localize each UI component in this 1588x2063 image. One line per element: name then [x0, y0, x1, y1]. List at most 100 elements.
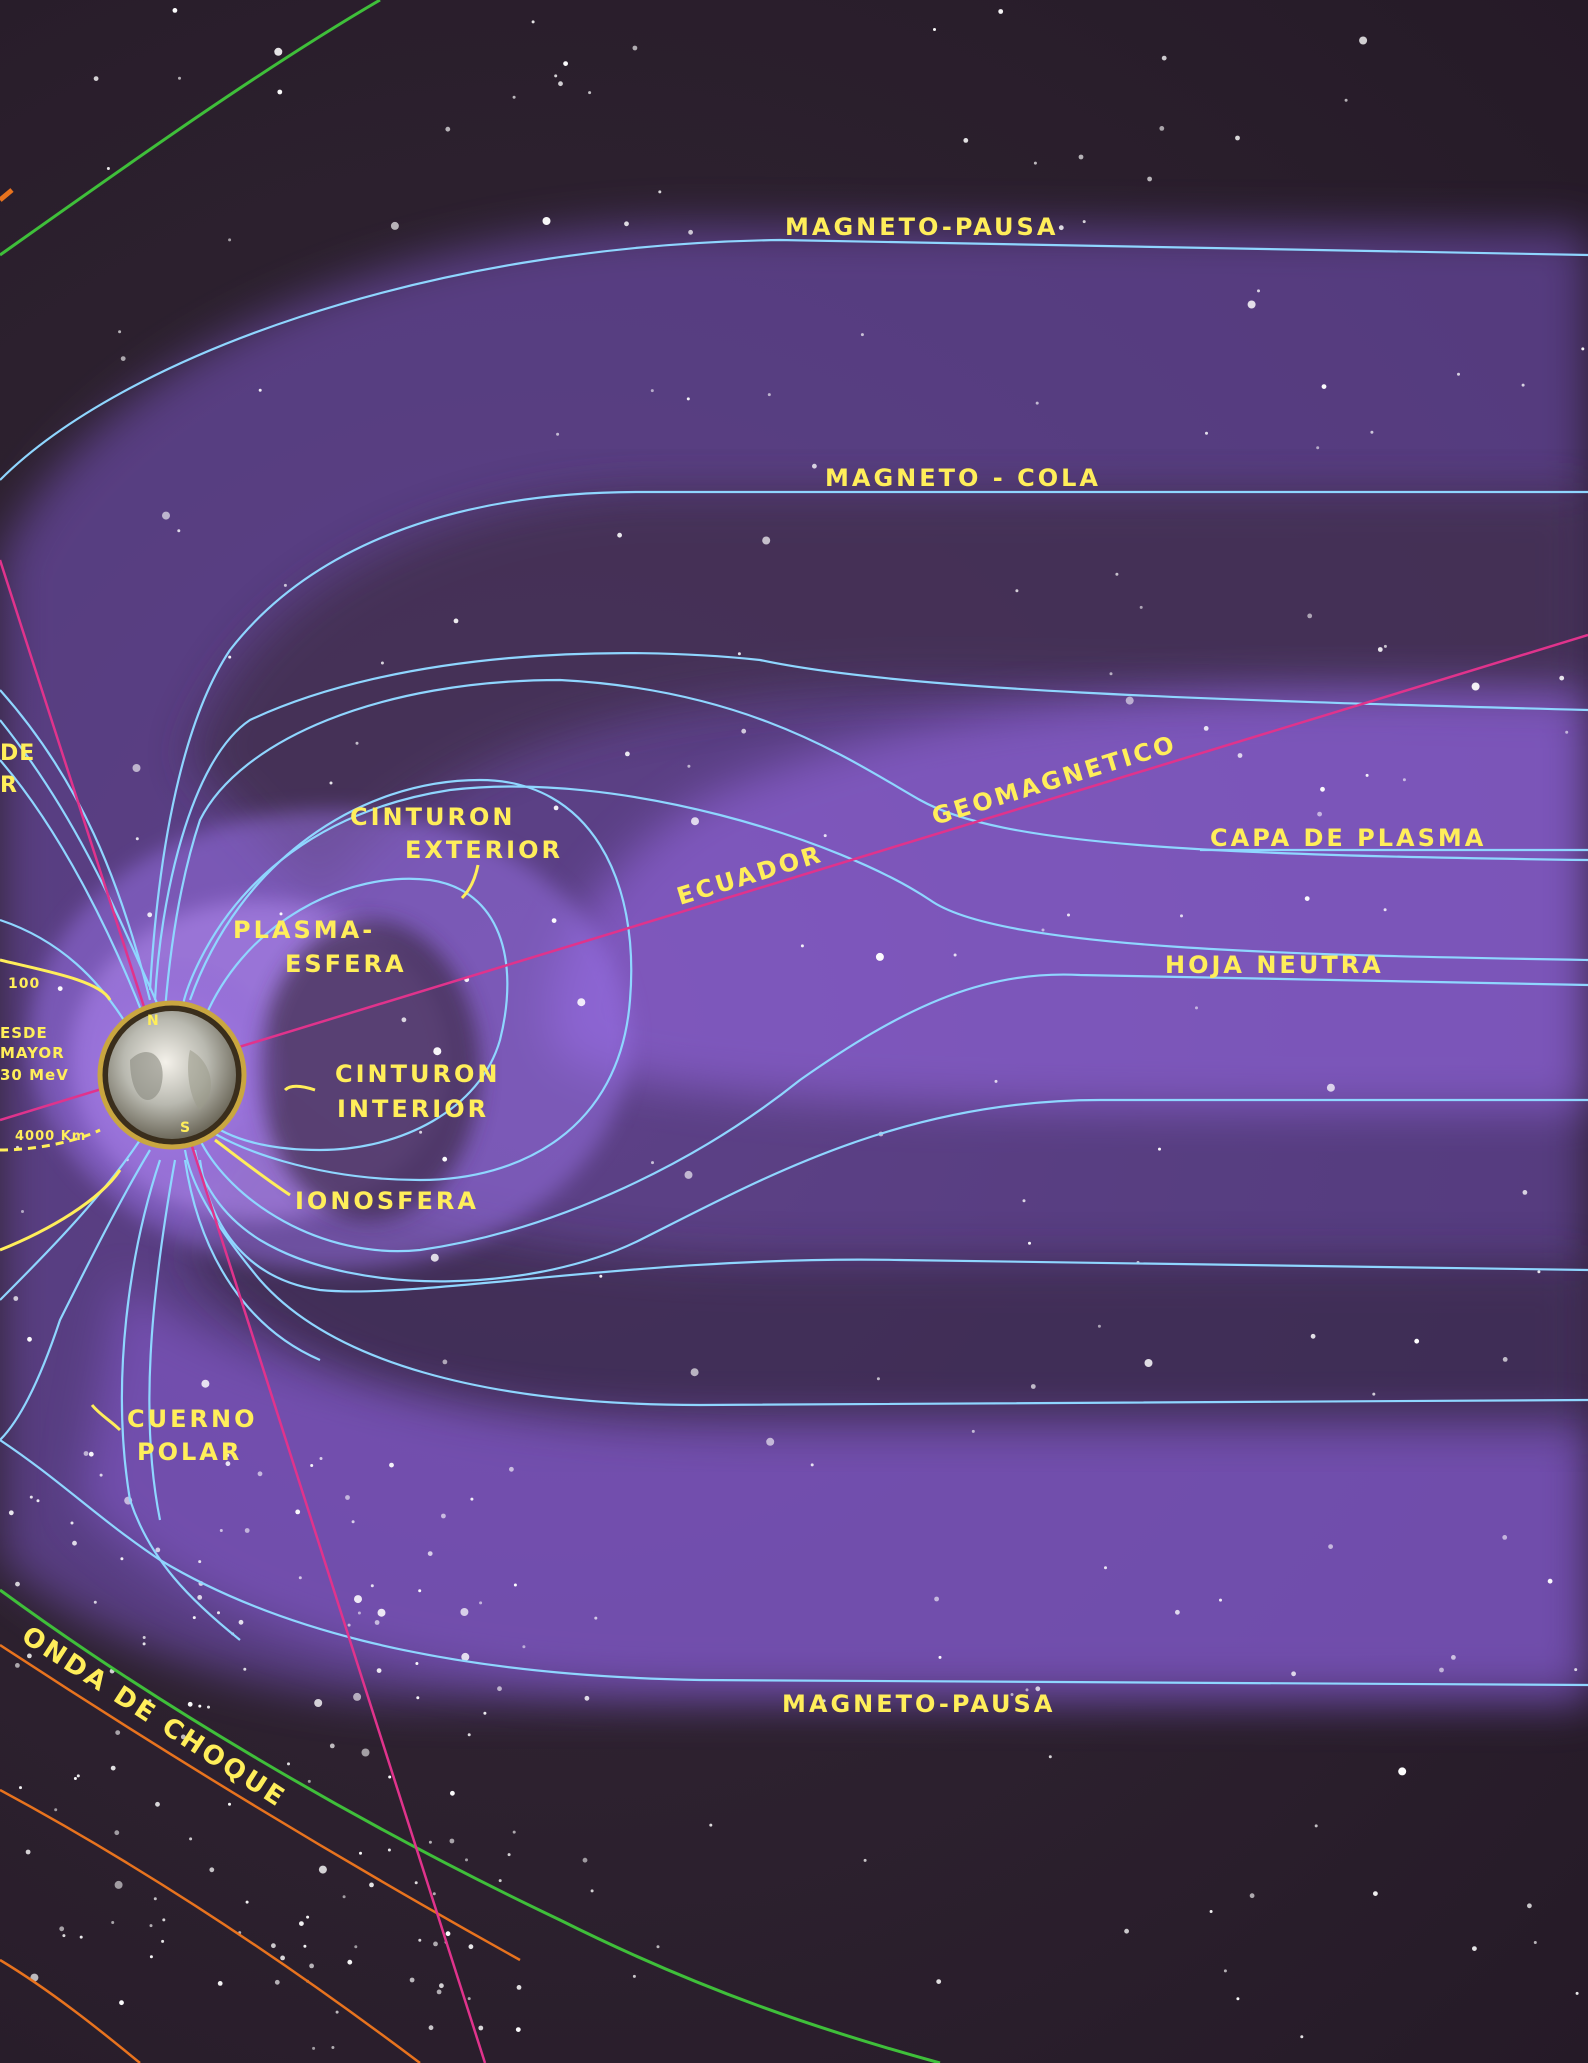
star	[374, 1620, 380, 1625]
star	[515, 2027, 521, 2032]
star	[1537, 1270, 1541, 1274]
inner-belt-label-2: INTERIOR	[337, 1095, 489, 1123]
star	[1317, 811, 1322, 817]
star	[656, 1945, 660, 1949]
star	[998, 9, 1004, 14]
magnetic-axis-lower	[188, 1139, 487, 2063]
star	[563, 61, 568, 66]
star	[512, 1830, 516, 1834]
star	[453, 618, 459, 624]
star	[684, 1170, 693, 1179]
star	[430, 1253, 439, 1262]
star	[449, 1838, 455, 1844]
star	[217, 1611, 220, 1615]
star	[590, 1889, 594, 1893]
star	[329, 781, 333, 785]
star	[1159, 125, 1165, 131]
star	[461, 1652, 470, 1661]
star	[442, 1156, 448, 1162]
star	[331, 2046, 335, 2049]
star	[295, 1509, 301, 1515]
bow-shock-line-orange-3	[0, 1958, 141, 2063]
star	[198, 1704, 202, 1708]
star	[1565, 730, 1569, 734]
edge-label-mev: 30 MeV	[0, 1066, 69, 1084]
star	[15, 1581, 20, 1587]
star	[1035, 401, 1039, 405]
star	[177, 529, 181, 533]
star	[201, 1379, 210, 1388]
star	[599, 1274, 603, 1278]
star	[70, 1521, 74, 1525]
star	[1078, 154, 1084, 160]
star	[149, 1924, 153, 1928]
star	[1237, 753, 1243, 758]
star	[1109, 672, 1113, 676]
star	[243, 1667, 247, 1671]
star	[79, 1935, 83, 1939]
star	[376, 1668, 382, 1673]
star	[800, 944, 804, 948]
star	[1291, 1671, 1296, 1677]
star	[15, 1663, 20, 1668]
bow-shock-line-orange-2	[0, 1788, 421, 2063]
star	[354, 1595, 362, 1604]
star	[442, 1359, 448, 1365]
star	[465, 1858, 468, 1862]
star	[450, 1790, 455, 1796]
edge-label-r: R	[0, 773, 18, 798]
star	[1547, 1578, 1553, 1584]
star	[1015, 589, 1019, 593]
star	[73, 1777, 77, 1780]
north-lobe	[190, 490, 1588, 900]
star	[1581, 347, 1585, 351]
star	[314, 1699, 323, 1707]
left-edge-belt	[0, 958, 122, 1252]
outer-belt-arrow	[460, 864, 480, 900]
magnetopause-bottom-label: MAGNETO-PAUSA	[782, 1690, 1055, 1718]
star	[310, 1464, 314, 1467]
star	[1257, 289, 1260, 293]
star	[709, 1823, 713, 1827]
star	[1124, 1928, 1129, 1934]
star	[963, 138, 969, 143]
star	[25, 1849, 31, 1855]
ionosphere-label: IONOSFERA	[295, 1187, 479, 1215]
star	[441, 1513, 446, 1519]
star	[531, 20, 535, 24]
star	[687, 764, 691, 768]
star	[135, 837, 139, 841]
star	[192, 1616, 196, 1620]
neutral-sheet-line	[199, 973, 1588, 1253]
plasmasphere-label-1: PLASMA-	[233, 916, 375, 944]
polar-cusp-label-2: POLAR	[137, 1438, 242, 1466]
plasmasphere-label-2: ESFERA	[285, 950, 407, 978]
star	[335, 2010, 339, 2014]
star	[180, 1734, 186, 1740]
bow-shock-line-orange-1	[0, 1643, 521, 1962]
star	[632, 45, 638, 51]
star	[432, 1892, 436, 1896]
magnetotail-label: MAGNETO - COLA	[825, 464, 1101, 492]
star	[445, 126, 451, 132]
star	[274, 1979, 280, 1985]
star	[860, 333, 864, 337]
field-line-n1	[153, 652, 1588, 1001]
star	[823, 834, 827, 838]
star	[468, 1944, 474, 1950]
star	[688, 229, 693, 235]
star	[428, 2025, 434, 2031]
star	[416, 1696, 420, 1700]
star	[120, 356, 126, 361]
star	[244, 1528, 250, 1533]
star	[1195, 1006, 1198, 1010]
star	[1035, 1686, 1041, 1692]
edge-label-km: 4000 Km	[15, 1129, 86, 1144]
star	[355, 741, 359, 745]
magnetic-axis-upper	[0, 559, 147, 1011]
star	[1451, 1655, 1456, 1660]
star	[1365, 773, 1369, 777]
cusp-line-9	[183, 1159, 321, 1362]
field-line-s3	[183, 1149, 1588, 1407]
